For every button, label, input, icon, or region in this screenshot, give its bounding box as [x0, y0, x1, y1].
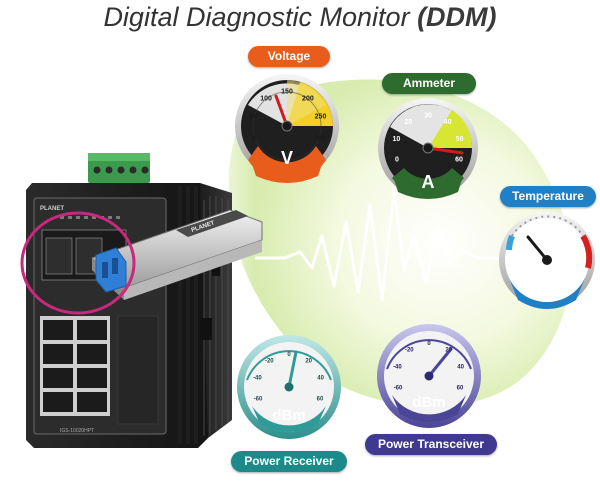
sfp-highlight-circle [20, 211, 136, 315]
power-receiver-tick-label: 0 [287, 352, 291, 358]
power-receiver-tick-label: 60 [317, 396, 324, 402]
power-receiver-gauge [237, 335, 341, 439]
ammeter-needle [426, 146, 464, 155]
power-transceiver-tick-label: 60 [457, 385, 464, 391]
title-abbr: (DDM) [417, 2, 497, 32]
voltage-tick-label: 250 [315, 113, 327, 120]
power-transceiver-tick-label: -60 [394, 385, 403, 391]
ammeter-tick-label: 50 [456, 136, 464, 143]
power-terminal-block [88, 153, 150, 183]
signal-waveform [255, 188, 510, 302]
ammeter-tick-label: 20 [404, 119, 412, 126]
power-transceiver-tick-label: 0 [427, 341, 431, 347]
power-transceiver-tick-label: 20 [445, 348, 452, 354]
power-transceiver-tick-label: 40 [457, 365, 464, 371]
ammeter-label: Ammeter [382, 73, 476, 94]
power-transceiver-tick-label: -40 [393, 365, 402, 371]
power-receiver-tick-label: -40 [253, 376, 262, 382]
power-receiver-tick-label: -60 [254, 396, 263, 402]
temperature-label: Temperature [500, 186, 596, 207]
title-main: Digital Diagnostic Monitor [103, 2, 418, 32]
ethernet-ports [40, 316, 110, 416]
power-receiver-tick-label: 40 [317, 376, 324, 382]
voltage-tick-label: 150 [281, 89, 293, 96]
temperature-unit: °C [536, 285, 558, 305]
power-receiver-label: Power Receiver [231, 451, 347, 472]
gauge-tick-labels: 0501001502002503000102030405060-60-40-20… [250, 89, 465, 403]
power-transceiver-needle [427, 347, 453, 378]
voltage-tick-label: 50 [250, 113, 258, 120]
ammeter-tick-label: 30 [424, 113, 432, 120]
power-receiver-tick-label: 20 [305, 359, 312, 365]
ammeter-unit: A [421, 172, 435, 192]
model-text: IGS-10020HPT [60, 428, 94, 434]
voltage-unit: V [280, 148, 293, 168]
power-receiver-tick-label: -20 [265, 359, 274, 365]
voltage-gauge [235, 74, 339, 183]
power-transceiver-label: Power Transceiver [365, 434, 497, 455]
power-receiver-unit: dBm [272, 407, 306, 424]
power-transceiver-unit: dBm [412, 394, 446, 411]
brand-logo-text: PLANET [40, 206, 64, 212]
ammeter-tick-label: 40 [444, 119, 452, 126]
voltage-tick-label: 300 [314, 135, 326, 142]
voltage-tick-label: 200 [302, 95, 314, 102]
ammeter-tick-label: 60 [455, 157, 463, 164]
ammeter-gauge [378, 98, 478, 199]
power-transceiver-tick-label: -20 [405, 348, 414, 354]
power-transceiver-gauge [377, 324, 481, 428]
page-title: Digital Diagnostic Monitor (DDM) [0, 2, 600, 33]
power-receiver-needle [287, 350, 298, 389]
voltage-label: Voltage [248, 46, 330, 67]
temperature-gauge [499, 212, 595, 309]
industrial-switch: PLANET [26, 153, 232, 448]
voltage-tick-label: 100 [260, 95, 272, 102]
voltage-tick-label: 0 [252, 135, 256, 142]
ammeter-tick-label: 10 [393, 136, 401, 143]
ammeter-tick-label: 0 [395, 157, 399, 164]
